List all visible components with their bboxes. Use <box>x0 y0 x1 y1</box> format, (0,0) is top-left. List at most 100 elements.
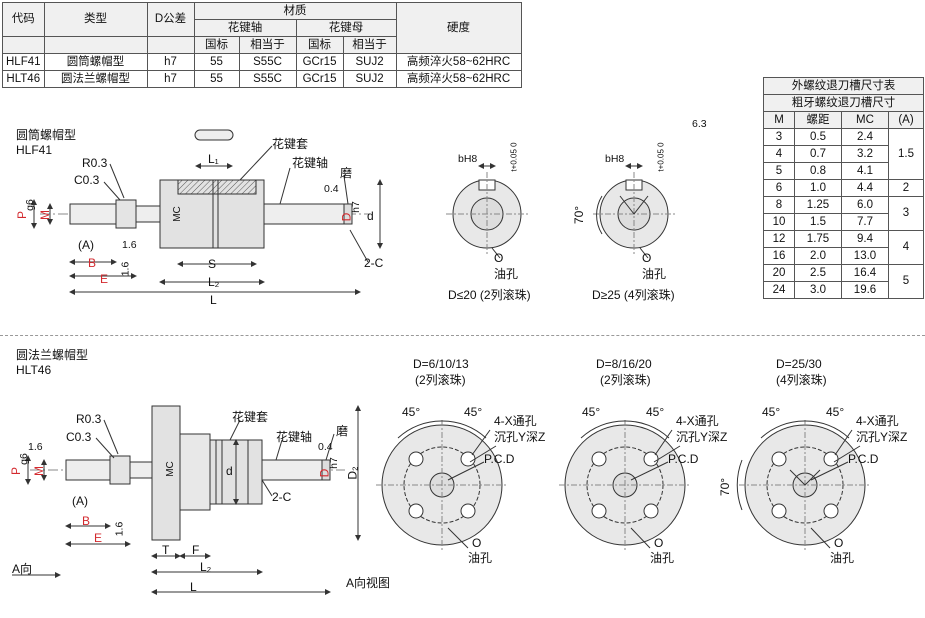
label-l2: L₂ <box>208 275 220 289</box>
header-national: 国标 <box>193 36 240 54</box>
label-sleeve: 花键套 <box>232 410 269 424</box>
label-l1: L₁ <box>208 152 219 166</box>
label-l: L <box>210 293 217 307</box>
label-r16: 1.6 <box>119 261 132 277</box>
label-b: B <box>88 256 97 270</box>
flange-2-size: D=8/16/20 <box>596 357 652 371</box>
hlf41-end-view-small <box>446 163 528 259</box>
header-tolerance: D公差 <box>146 2 195 37</box>
label-r16: 1.6 <box>122 239 137 251</box>
cell-hardness: 高频淬火58~62HRC <box>395 70 522 88</box>
flange-2-angle2: 45° <box>646 405 665 419</box>
flange-label-o: O <box>472 536 482 550</box>
label-r04: 0.4 <box>324 183 339 195</box>
label-angle-70: 70° <box>572 205 587 225</box>
spec-table: 代码 类型 D公差 材质 硬度 花键轴 花键母 国标 相当于 国标 相当于 HL… <box>2 2 522 88</box>
header-equivalent: 相当于 <box>238 36 297 54</box>
label-d-small: d <box>367 209 374 223</box>
flange-label-counter: 沉孔Y深Z <box>676 430 728 444</box>
flange-label-counter: 沉孔Y深Z <box>856 430 908 444</box>
label-mc: MC <box>164 461 176 477</box>
label-d2: D₂ <box>345 466 360 480</box>
caption-large-view: D≥25 (4列滚珠) <box>592 288 675 302</box>
cell-tol: h7 <box>146 70 195 88</box>
label-d-tol: h7 <box>349 201 362 213</box>
label-r: R0.3 <box>82 156 108 170</box>
flange-3-angle3: 70° <box>718 477 733 497</box>
label-p-tol: g6 <box>23 199 36 211</box>
caption-small-view: D≤20 (2列滚珠) <box>448 288 531 302</box>
flange-label-counter: 沉孔Y深Z <box>494 430 546 444</box>
label-p: P <box>15 210 30 220</box>
hlt46-side-view <box>12 405 361 595</box>
label-view-a: A向 <box>12 562 33 576</box>
label-r: R0.3 <box>76 412 102 426</box>
flange-label-holes: 4-X通孔 <box>856 414 899 428</box>
hlf41-code: HLF41 <box>16 143 53 157</box>
label-mc: MC <box>171 206 183 222</box>
label-l2: L₂ <box>200 560 212 574</box>
flange-2-angle1: 45° <box>582 405 601 419</box>
flange-3-rows: (4列滚珠) <box>776 373 827 387</box>
cell-type: 圆筒螺帽型 <box>43 53 148 71</box>
flange-label-pcd: P.C.D <box>668 452 699 466</box>
label-t: t+0.05 0 <box>656 142 666 172</box>
label-a: (A) <box>78 238 94 252</box>
flange-1-angle1: 45° <box>402 405 421 419</box>
flange-label-oil: 油孔 <box>468 551 493 565</box>
header-hardness: 硬度 <box>395 2 522 54</box>
label-a: (A) <box>72 494 88 508</box>
table-row: HLT46 圆法兰螺帽型 h7 55 S55C GCr15 SUJ2 高频淬火5… <box>2 70 522 88</box>
label-oil: 油孔 <box>642 267 667 281</box>
flange-label-holes: 4-X通孔 <box>494 414 537 428</box>
label-m: M <box>38 210 52 220</box>
label-shaft: 花键轴 <box>276 430 313 444</box>
hlf41-end-view-large <box>593 163 675 259</box>
label-m: M <box>32 466 46 476</box>
label-sleeve: 花键套 <box>272 137 309 151</box>
label-shaft: 花键轴 <box>292 156 329 170</box>
label-d-big: D <box>339 212 354 222</box>
label-bh: bH8 <box>458 153 478 165</box>
label-t: T <box>162 543 170 557</box>
label-oil: 油孔 <box>494 267 519 281</box>
label-s: S <box>208 257 217 271</box>
header-equivalent: 相当于 <box>342 36 397 54</box>
flange-1-angle2: 45° <box>464 405 483 419</box>
flange-label-o: O <box>834 536 844 550</box>
label-c: C0.3 <box>66 430 92 444</box>
cell-shaft-nat: 55 <box>193 70 240 88</box>
hlt46-title: 圆法兰螺帽型 <box>16 348 89 362</box>
hlf41-title: 圆筒螺帽型 <box>16 128 77 142</box>
cell-nut-eq: SUJ2 <box>342 70 397 88</box>
flange-1-size: D=6/10/13 <box>413 357 469 371</box>
label-grind: 磨 <box>336 424 349 438</box>
label-r16: 1.6 <box>28 441 43 453</box>
flange-label-o: O <box>654 536 664 550</box>
hlt46-flange-view-2 <box>559 420 691 550</box>
header-type: 类型 <box>43 2 148 37</box>
cell-nut-nat: GCr15 <box>295 70 344 88</box>
label-o: O <box>642 251 652 265</box>
flange-label-oil: 油孔 <box>650 551 675 565</box>
label-view-title: A向视图 <box>346 576 391 590</box>
label-chamfer: 2-C <box>364 256 384 270</box>
label-chamfer: 2-C <box>272 490 292 504</box>
label-r04: 0.4 <box>318 441 333 453</box>
hlt46-flange-view-3 <box>736 420 871 550</box>
label-f: F <box>192 543 200 557</box>
label-d-small: d <box>226 464 233 478</box>
thread-header-pitch: 螺距 <box>794 111 842 129</box>
flange-3-angle1: 45° <box>762 405 781 419</box>
label-c: C0.3 <box>74 173 100 187</box>
label-t: t+0.05 0 <box>509 142 519 172</box>
flange-label-oil: 油孔 <box>830 551 855 565</box>
